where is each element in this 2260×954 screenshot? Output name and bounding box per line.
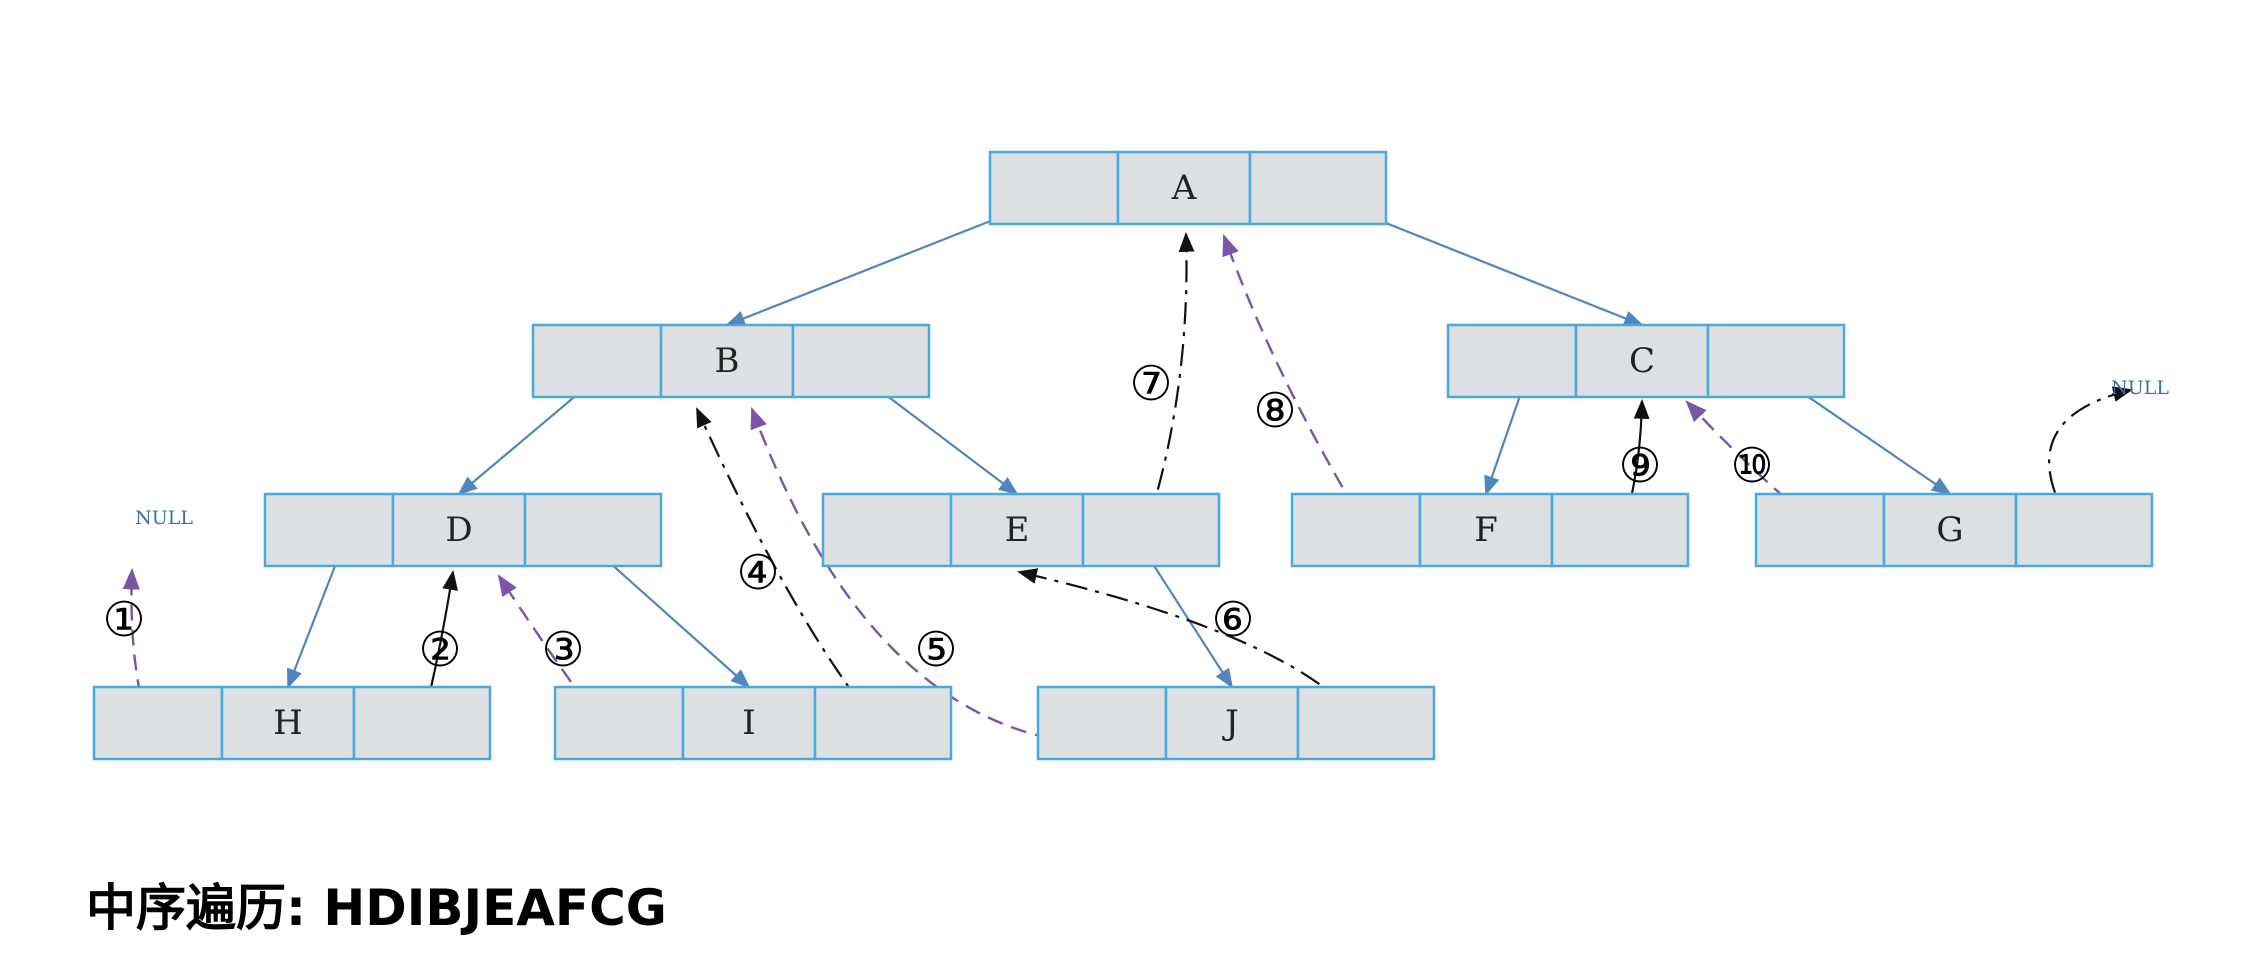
node-I-data-cell xyxy=(681,685,817,761)
node-E-right-cell xyxy=(1081,492,1221,568)
node-D-right-cell xyxy=(523,492,663,568)
node-G-left-cell xyxy=(1754,492,1886,568)
node-C-data-cell xyxy=(1574,323,1710,399)
node-E: E xyxy=(821,492,1221,568)
node-A-label: A xyxy=(1171,168,1197,208)
step-label-4: ④ xyxy=(736,545,779,601)
node-C-left-cell xyxy=(1446,323,1578,399)
node-J-label: J xyxy=(1222,703,1239,743)
node-B-data-cell xyxy=(659,323,795,399)
node-J-right-cell xyxy=(1296,685,1436,761)
thread-10-G-left-C xyxy=(1685,400,1826,531)
step-label-3: ③ xyxy=(541,622,584,678)
step-label-2: ② xyxy=(418,622,461,678)
node-G-right-cell xyxy=(2014,492,2154,568)
thread-G-right-null xyxy=(2048,386,2133,531)
node-A-left-cell xyxy=(988,150,1120,226)
node-G-data-cell xyxy=(1882,492,2018,568)
node-G: G xyxy=(1754,492,2154,568)
step-label-1: ① xyxy=(102,592,145,648)
node-E-data-cell xyxy=(949,492,1085,568)
node-H-label: H xyxy=(273,703,303,743)
node-D-label: D xyxy=(445,510,472,550)
node-G-label: G xyxy=(1936,510,1963,550)
node-H-left-cell xyxy=(92,685,224,761)
null-label-right: NULL xyxy=(2111,377,2169,399)
node-A: A xyxy=(988,150,1388,226)
node-I-label: I xyxy=(742,703,755,743)
node-B-label: B xyxy=(715,341,740,381)
node-H-right-cell xyxy=(352,685,492,761)
node-E-label: E xyxy=(1005,510,1030,550)
step-label-9: ⑨ xyxy=(1618,438,1661,494)
step-labels: NULL NULL ① ② ③ ④ ⑤ ⑥ ⑦ ⑧ ⑨ ⑩ xyxy=(102,356,2169,678)
step-label-6: ⑥ xyxy=(1211,592,1254,648)
tree-nodes: A B C D E F G H I J xyxy=(92,150,2154,761)
node-F-right-cell xyxy=(1550,492,1690,568)
step-label-8: ⑧ xyxy=(1253,383,1296,439)
node-E-left-cell xyxy=(821,492,953,568)
node-A-data-cell xyxy=(1116,150,1252,226)
node-F: F xyxy=(1290,492,1690,568)
node-H-data-cell xyxy=(220,685,356,761)
thread-7-E-right-A xyxy=(1144,232,1195,531)
step-label-7: ⑦ xyxy=(1129,356,1172,412)
inorder-caption: 中序遍历: HDIBJEAFCG xyxy=(86,879,667,937)
step-label-5: ⑤ xyxy=(914,622,957,678)
node-B-right-cell xyxy=(791,323,931,399)
tree-edges xyxy=(286,186,1952,689)
node-F-data-cell xyxy=(1418,492,1554,568)
node-C: C xyxy=(1446,323,1846,399)
node-J: J xyxy=(1036,685,1436,761)
node-F-label: F xyxy=(1474,510,1498,550)
node-H: H xyxy=(92,685,492,761)
node-B: B xyxy=(531,323,931,399)
node-B-left-cell xyxy=(531,323,663,399)
node-I-left-cell xyxy=(553,685,685,761)
node-C-right-cell xyxy=(1706,323,1846,399)
node-D-left-cell xyxy=(263,492,395,568)
node-C-label: C xyxy=(1629,341,1655,381)
null-label-left: NULL xyxy=(135,507,193,529)
step-label-10: ⑩ xyxy=(1730,438,1773,494)
node-J-data-cell xyxy=(1164,685,1300,761)
thread-8-F-left-A xyxy=(1222,233,1370,531)
node-I: I xyxy=(553,685,953,761)
node-D: D xyxy=(263,492,663,568)
thread-1-H-left-null xyxy=(122,567,156,744)
node-A-right-cell xyxy=(1248,150,1388,226)
node-I-right-cell xyxy=(813,685,953,761)
node-F-left-cell xyxy=(1290,492,1422,568)
node-J-left-cell xyxy=(1036,685,1168,761)
